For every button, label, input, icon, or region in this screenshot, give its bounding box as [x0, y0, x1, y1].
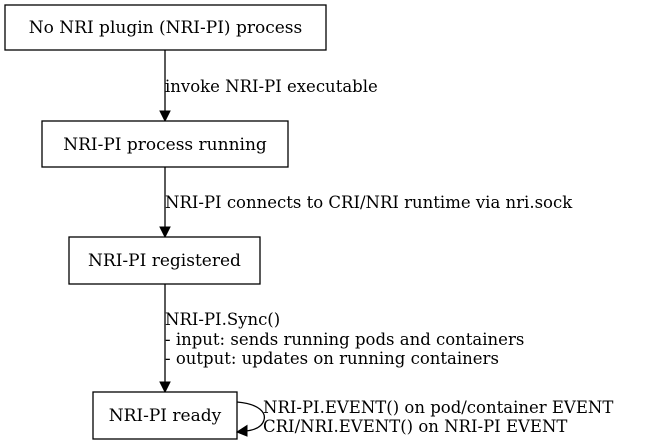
- node-process-running: NRI-PI process running: [41, 120, 289, 168]
- edge-invoke-label: invoke NRI-PI executable: [165, 77, 378, 96]
- edge-connect-label: NRI-PI connects to CRI/NRI runtime via n…: [165, 193, 573, 212]
- edge-event-loop: NRI-PI.EVENT() on pod/container EVENT CR…: [235, 398, 613, 437]
- node-registered: NRI-PI registered: [68, 236, 261, 285]
- edge-sync: NRI-PI.Sync() - input: sends running pod…: [159, 284, 524, 394]
- edge-event-label-line2: CRI/NRI.EVENT() on NRI-PI EVENT: [263, 417, 567, 436]
- arrowhead-icon: [159, 226, 171, 239]
- arrowhead-icon: [159, 110, 171, 123]
- arrowhead-icon: [159, 381, 171, 394]
- edge-sync-label-line1: NRI-PI.Sync(): [165, 310, 280, 329]
- edge-invoke: invoke NRI-PI executable: [159, 50, 378, 123]
- edge-connect: NRI-PI connects to CRI/NRI runtime via n…: [159, 167, 573, 239]
- node-no-plugin-process-label: No NRI plugin (NRI-PI) process: [29, 18, 302, 38]
- edge-event-label-line1: NRI-PI.EVENT() on pod/container EVENT: [263, 398, 613, 417]
- edge-sync-label-line2: - input: sends running pods and containe…: [165, 330, 524, 349]
- edge-sync-label-line3: - output: updates on running containers: [165, 349, 499, 368]
- node-ready-label: NRI-PI ready: [109, 406, 222, 426]
- node-process-running-label: NRI-PI process running: [63, 135, 267, 155]
- node-no-plugin-process: No NRI plugin (NRI-PI) process: [4, 4, 327, 51]
- arrowhead-icon: [235, 424, 248, 437]
- node-registered-label: NRI-PI registered: [88, 251, 241, 271]
- node-ready: NRI-PI ready: [92, 391, 238, 440]
